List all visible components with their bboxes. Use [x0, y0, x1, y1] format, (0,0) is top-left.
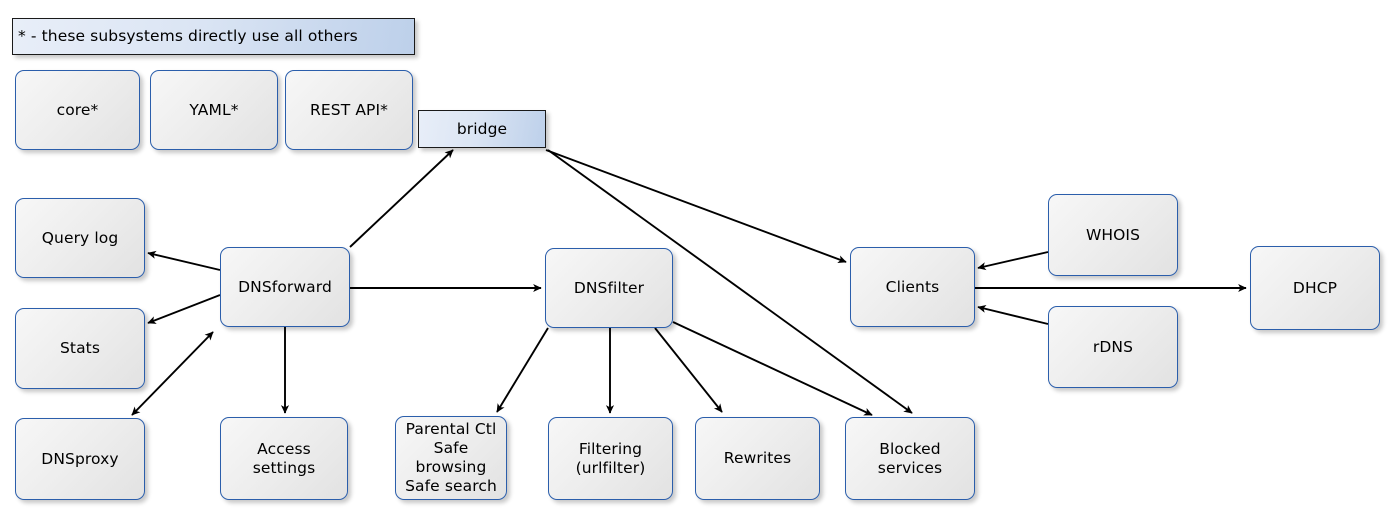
- node-label-yaml: YAML*: [189, 100, 239, 119]
- node-label-dhcp: DHCP: [1292, 278, 1338, 297]
- edge-rdns-clients: [977, 304, 1049, 325]
- node-querylog[interactable]: Query log: [15, 198, 145, 278]
- node-label-clients: Clients: [885, 277, 940, 296]
- node-dnsfilter[interactable]: DNSfilter: [545, 248, 673, 328]
- node-yaml[interactable]: YAML*: [150, 70, 278, 150]
- node-label-restapi: REST API*: [310, 100, 388, 119]
- node-label-dnsproxy: DNSproxy: [41, 449, 119, 468]
- node-dnsproxy[interactable]: DNSproxy: [15, 418, 145, 500]
- edge-dnsfilter-blocked: [672, 321, 873, 416]
- edge-dnsfilter-rewrites: [654, 327, 723, 413]
- node-clients[interactable]: Clients: [850, 247, 975, 327]
- edge-dnsforward-querylog: [147, 250, 221, 271]
- node-filtering[interactable]: Filtering (urlfilter): [548, 417, 673, 500]
- node-label-dnsforward: DNSforward: [238, 277, 332, 296]
- legend-text: * - these subsystems directly use all ot…: [18, 27, 358, 45]
- node-label-core: core*: [56, 100, 99, 119]
- node-label-rewrites: Rewrites: [723, 449, 792, 467]
- node-restapi[interactable]: REST API*: [285, 70, 413, 150]
- node-dnsforward[interactable]: DNSforward: [220, 247, 350, 327]
- node-label-bridge: bridge: [456, 119, 508, 138]
- node-label-dnsfilter: DNSfilter: [573, 278, 645, 297]
- node-label-accesssettings: Access settings: [252, 439, 316, 477]
- legend-note: * - these subsystems directly use all ot…: [12, 18, 415, 55]
- edge-dnsforward-stats: [147, 294, 221, 324]
- node-label-stats: Stats: [59, 339, 101, 357]
- node-blocked[interactable]: Blocked services: [845, 417, 975, 500]
- node-label-blocked: Blocked services: [877, 439, 943, 477]
- node-rewrites[interactable]: Rewrites: [695, 417, 820, 500]
- edge-bridge-clients: [545, 149, 847, 264]
- edge-dnsforward-bridge: [349, 149, 454, 248]
- edge-whois-clients: [977, 251, 1049, 271]
- node-dhcp[interactable]: DHCP: [1250, 246, 1380, 330]
- node-accesssettings[interactable]: Access settings: [220, 417, 348, 500]
- node-label-rdns: rDNS: [1092, 337, 1134, 356]
- node-label-filtering: Filtering (urlfilter): [575, 439, 646, 477]
- node-label-whois: WHOIS: [1085, 225, 1141, 244]
- node-label-parental: Parental Ctl Safe browsing Safe search: [405, 420, 497, 495]
- node-label-querylog: Query log: [41, 228, 119, 247]
- node-parental[interactable]: Parental Ctl Safe browsing Safe search: [395, 416, 507, 500]
- node-rdns[interactable]: rDNS: [1048, 306, 1178, 388]
- node-core[interactable]: core*: [15, 70, 140, 150]
- node-stats[interactable]: Stats: [15, 308, 145, 389]
- node-whois[interactable]: WHOIS: [1048, 194, 1178, 276]
- node-bridge[interactable]: bridge: [418, 110, 546, 148]
- edge-dnsfilter-parental: [496, 327, 549, 413]
